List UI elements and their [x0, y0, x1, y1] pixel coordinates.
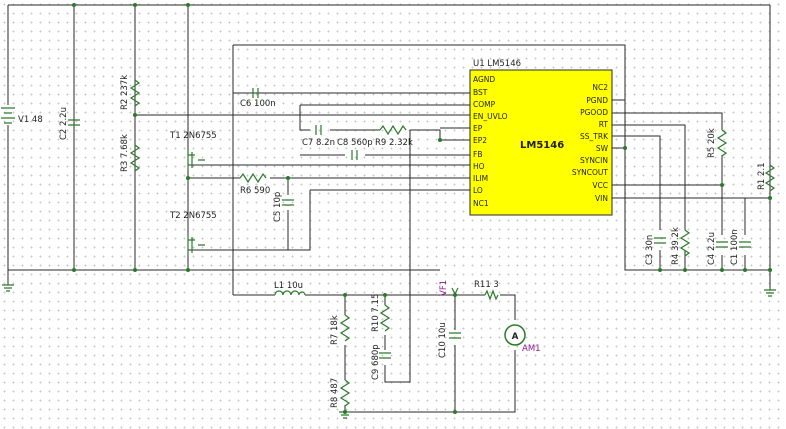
ammeter-am1: A — [504, 324, 526, 346]
pin-nc2: NC2 — [592, 83, 608, 92]
inductor-l1 — [274, 290, 306, 296]
pin-lo: LO — [473, 186, 483, 195]
label-r4: R4 39.2k — [671, 227, 681, 265]
resistor-r3 — [129, 144, 141, 172]
label-l1: L1 10u — [274, 281, 303, 291]
capacitor-c1 — [739, 241, 751, 248]
capacitor-c5 — [282, 199, 294, 206]
label-vf1: VF1 — [439, 280, 449, 296]
capacitor-c3 — [654, 237, 666, 244]
mosfet-t2 — [187, 235, 205, 255]
resistor-r5 — [716, 129, 728, 157]
label-c8: C8 560p — [337, 138, 373, 148]
battery-v1 — [1, 107, 15, 124]
pin-syncin: SYNCIN — [580, 156, 608, 165]
label-c1: C1 100n — [730, 229, 740, 265]
mosfet-t1 — [187, 150, 205, 170]
resistor-r7 — [339, 314, 351, 342]
pin-rt: RT — [599, 120, 609, 129]
wires — [7, 4, 771, 413]
resistor-r1 — [764, 164, 776, 192]
label-r7: R7 18k — [330, 315, 340, 345]
label-c6: C6 100n — [240, 99, 276, 109]
pin-ep: EP — [473, 124, 483, 133]
capacitor-c10 — [449, 332, 461, 339]
pin-agnd: AGND — [473, 75, 495, 84]
resistor-r6 — [239, 172, 267, 184]
component-labels: V1 48 C2 2.2u R2 237k R3 7.68k T1 2N6755… — [18, 75, 767, 408]
resistor-r11 — [484, 289, 499, 301]
pin-pgnd: PGND — [586, 96, 608, 105]
label-c2: C2 2.2u — [59, 107, 69, 140]
resistor-r9 — [379, 124, 407, 136]
capacitor-c6 — [252, 88, 259, 98]
pin-en-uvlo: EN_UVLO — [473, 112, 508, 121]
capacitor-c4 — [716, 241, 728, 248]
ic-part-name: LM5146 — [520, 140, 564, 151]
label-c7: C7 8.2n — [302, 138, 335, 148]
label-r1: R1 2.1 — [757, 162, 767, 190]
label-r6: R6 590 — [240, 186, 270, 196]
pin-bst: BST — [473, 88, 488, 97]
label-v1: V1 48 — [18, 115, 43, 125]
resistor-r8 — [339, 379, 351, 407]
label-c5: C5 10p — [273, 192, 283, 222]
capacitor-c8 — [351, 150, 358, 160]
pin-comp: COMP — [473, 100, 496, 109]
label-r5: R5 20k — [707, 128, 717, 158]
resistor-r10 — [379, 304, 391, 332]
ground-symbols — [2, 284, 776, 419]
pin-vcc: VCC — [592, 181, 608, 190]
ic-lm5146: U1 LM5146 LM5146 AGND BST COMP EN_UVLO E… — [469, 59, 613, 216]
label-t1: T1 2N6755 — [169, 131, 217, 141]
label-c3: C3 30n — [645, 235, 655, 265]
pin-ilim: ILIM — [473, 174, 488, 183]
ic-ref-label: U1 LM5146 — [473, 59, 521, 69]
pin-ss-trk: SS_TRK — [580, 132, 609, 141]
pin-ho: HO — [473, 162, 485, 171]
pin-sw: SW — [596, 144, 609, 153]
label-r10: R10 7.15 — [371, 294, 381, 332]
label-r2: R2 237k — [120, 75, 130, 110]
pin-vin: VIN — [595, 194, 608, 203]
label-c9: C9 680p — [371, 344, 381, 380]
label-am1: AM1 — [522, 344, 541, 354]
pin-nc1: NC1 — [473, 199, 489, 208]
resistor-r4 — [679, 229, 691, 257]
pin-pgood: PGOOD — [580, 108, 608, 117]
capacitor-c7 — [315, 125, 322, 135]
capacitor-c9 — [379, 352, 391, 359]
pin-ep2: EP2 — [473, 136, 487, 145]
ammeter-symbol: A — [512, 332, 519, 342]
junction-dots — [72, 3, 772, 414]
label-r3: R3 7.68k — [120, 134, 130, 172]
label-r8: R8 487 — [330, 378, 340, 408]
capacitor-c2 — [68, 119, 80, 126]
label-c4: C4 2.2u — [707, 232, 717, 265]
label-t2: T2 2N6755 — [169, 211, 217, 221]
label-r9: R9 2.32k — [375, 138, 413, 148]
pin-syncout: SYNCOUT — [572, 168, 609, 177]
label-c10: C10 10u — [438, 322, 448, 358]
label-r11: R11 3 — [474, 280, 499, 290]
resistor-r2 — [129, 79, 141, 107]
pin-fb: FB — [473, 150, 482, 159]
